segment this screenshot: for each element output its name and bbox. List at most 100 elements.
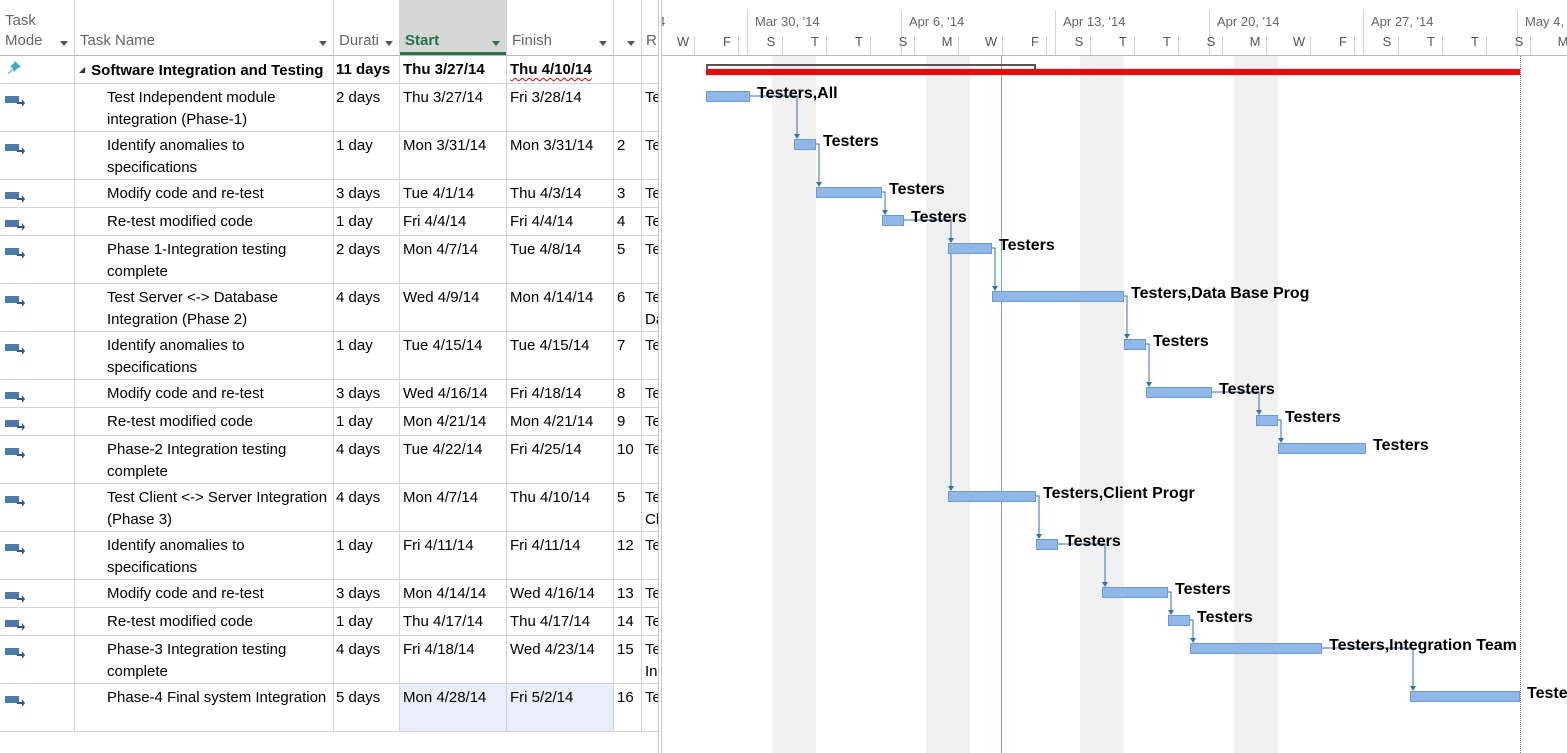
resource-cell[interactable]: Te Da (642, 284, 658, 331)
start-cell[interactable]: Tue 4/22/14 (400, 436, 507, 483)
finish-cell[interactable]: Fri 4/4/14 (507, 208, 614, 235)
duration-cell[interactable]: 3 days (334, 580, 400, 607)
task-mode-cell[interactable] (0, 684, 75, 731)
resource-cell[interactable]: Te (642, 236, 658, 283)
task-mode-cell[interactable] (0, 408, 75, 435)
task-bar[interactable] (948, 243, 992, 254)
duration-cell[interactable]: 1 day (334, 608, 400, 635)
task-name-cell[interactable]: ◢Software Integration and Testing (75, 56, 334, 83)
resource-cell[interactable]: Te (642, 208, 658, 235)
start-cell[interactable]: Mon 4/28/14 (400, 684, 507, 731)
finish-cell[interactable]: Wed 4/16/14 (507, 580, 614, 607)
task-bar[interactable] (706, 91, 750, 102)
task-mode-cell[interactable] (0, 208, 75, 235)
duration-cell[interactable]: 1 day (334, 408, 400, 435)
finish-cell[interactable]: Thu 4/3/14 (507, 180, 614, 207)
task-name-cell[interactable]: Re-test modified code (75, 608, 334, 635)
task-mode-cell[interactable] (0, 84, 75, 131)
task-name-cell[interactable]: Re-test modified code (75, 208, 334, 235)
task-bar[interactable] (1036, 539, 1058, 550)
column-header-start[interactable]: Start (400, 0, 507, 56)
resource-cell[interactable]: Te (642, 580, 658, 607)
duration-cell[interactable]: 4 days (334, 484, 400, 531)
predecessors-cell[interactable]: 13 (614, 580, 642, 607)
resource-cell[interactable]: Te (642, 132, 658, 179)
predecessors-cell[interactable]: 5 (614, 484, 642, 531)
predecessors-cell[interactable]: 2 (614, 132, 642, 179)
start-cell[interactable]: Mon 3/31/14 (400, 132, 507, 179)
finish-cell[interactable]: Fri 4/25/14 (507, 436, 614, 483)
task-bar[interactable] (882, 215, 904, 226)
duration-cell[interactable]: 3 days (334, 180, 400, 207)
task-mode-cell[interactable] (0, 608, 75, 635)
task-bar[interactable] (992, 291, 1124, 302)
task-mode-cell[interactable] (0, 180, 75, 207)
start-cell[interactable]: Tue 4/1/14 (400, 180, 507, 207)
task-row[interactable]: Test Server <-> Database Integration (Ph… (0, 284, 658, 332)
task-bar[interactable] (1146, 387, 1212, 398)
task-bar[interactable] (1102, 587, 1168, 598)
duration-cell[interactable]: 5 days (334, 684, 400, 731)
start-cell[interactable]: Fri 4/18/14 (400, 636, 507, 683)
resource-cell[interactable]: Te (642, 436, 658, 483)
task-name-cell[interactable]: Phase-4 Final system Integration (75, 684, 334, 731)
predecessors-cell[interactable]: 16 (614, 684, 642, 731)
chevron-down-icon[interactable] (627, 41, 635, 46)
chevron-down-icon[interactable] (60, 41, 68, 46)
predecessors-cell[interactable]: 4 (614, 208, 642, 235)
predecessors-cell[interactable]: 9 (614, 408, 642, 435)
start-cell[interactable]: Thu 4/17/14 (400, 608, 507, 635)
task-row[interactable]: Test Independent module integration (Pha… (0, 84, 658, 132)
resource-cell[interactable]: Te (642, 84, 658, 131)
task-bar[interactable] (1190, 643, 1322, 654)
predecessors-cell[interactable]: 6 (614, 284, 642, 331)
finish-cell[interactable]: Wed 4/23/14 (507, 636, 614, 683)
predecessors-cell[interactable] (614, 84, 642, 131)
task-name-cell[interactable]: Phase-3 Integration testing complete (75, 636, 334, 683)
column-header-duration[interactable]: Durati (334, 0, 400, 56)
finish-cell[interactable]: Fri 4/11/14 (507, 532, 614, 579)
duration-cell[interactable]: 1 day (334, 132, 400, 179)
finish-cell[interactable]: Thu 4/10/14 (507, 56, 614, 83)
predecessors-cell[interactable]: 15 (614, 636, 642, 683)
duration-cell[interactable]: 1 day (334, 332, 400, 379)
task-mode-cell[interactable] (0, 284, 75, 331)
duration-cell[interactable]: 1 day (334, 532, 400, 579)
duration-cell[interactable]: 4 days (334, 636, 400, 683)
resource-cell[interactable] (642, 56, 658, 83)
finish-cell[interactable]: Mon 3/31/14 (507, 132, 614, 179)
start-cell[interactable]: Fri 4/11/14 (400, 532, 507, 579)
start-cell[interactable]: Wed 4/16/14 (400, 380, 507, 407)
predecessors-cell[interactable]: 7 (614, 332, 642, 379)
duration-cell[interactable]: 4 days (334, 436, 400, 483)
task-mode-cell[interactable] (0, 636, 75, 683)
task-mode-cell[interactable] (0, 236, 75, 283)
finish-cell[interactable]: Mon 4/14/14 (507, 284, 614, 331)
task-bar[interactable] (1256, 415, 1278, 426)
duration-cell[interactable]: 2 days (334, 84, 400, 131)
task-bar[interactable] (1410, 691, 1520, 702)
finish-cell[interactable]: Tue 4/15/14 (507, 332, 614, 379)
start-cell[interactable]: Thu 3/27/14 (400, 84, 507, 131)
task-name-cell[interactable]: Test Independent module integration (Pha… (75, 84, 334, 131)
start-cell[interactable]: Mon 4/14/14 (400, 580, 507, 607)
task-name-cell[interactable]: Identify anomalies to specifications (75, 532, 334, 579)
task-name-cell[interactable]: Modify code and re-test (75, 380, 334, 407)
start-cell[interactable]: Thu 3/27/14 (400, 56, 507, 83)
task-bar[interactable] (1278, 443, 1366, 454)
chevron-down-icon[interactable] (385, 41, 393, 46)
task-name-cell[interactable]: Identify anomalies to specifications (75, 332, 334, 379)
task-mode-cell[interactable] (0, 380, 75, 407)
column-header-predecessors[interactable] (614, 0, 642, 56)
